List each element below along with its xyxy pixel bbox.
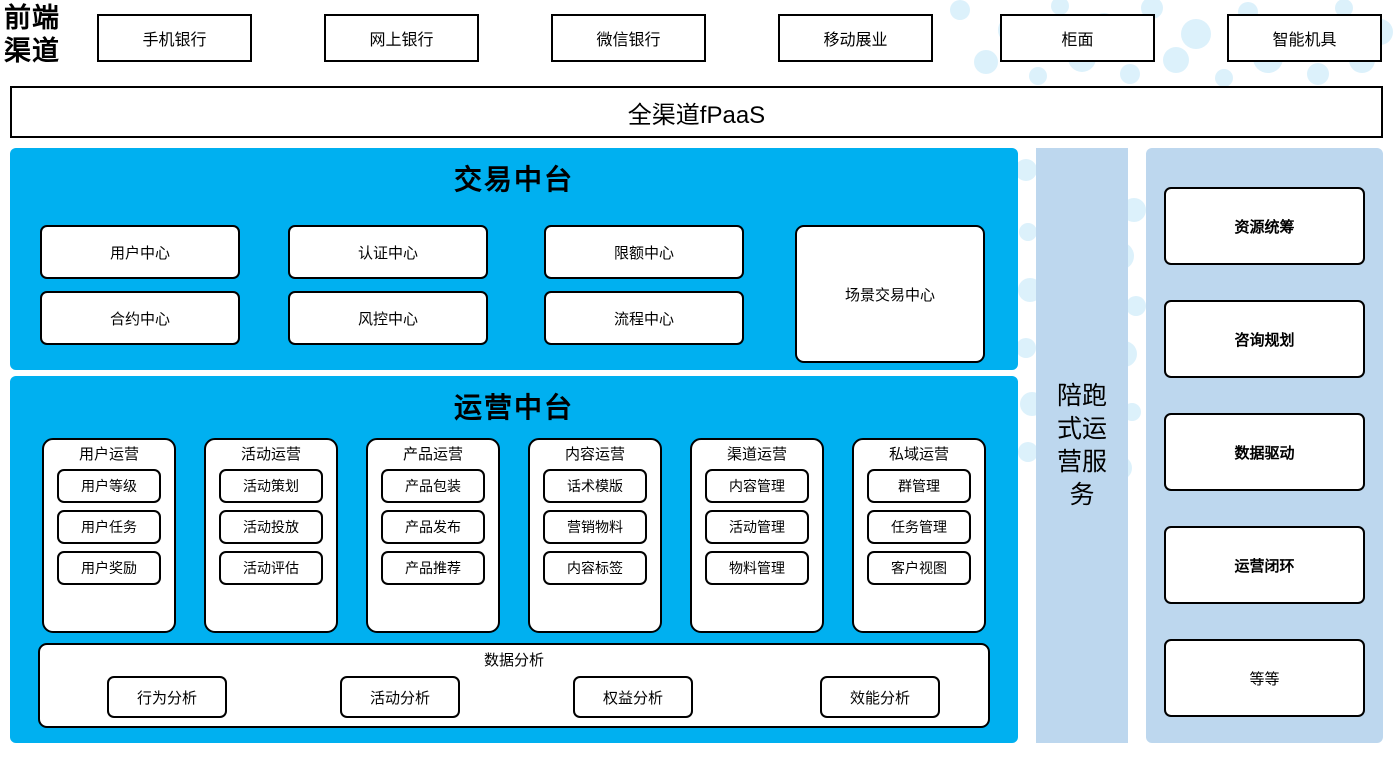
accompanying-operation-service-column: 陪跑式运营服务 bbox=[1036, 148, 1128, 743]
channel-box-mobile-bank[interactable]: 手机银行 bbox=[97, 14, 252, 62]
value-card-consulting-planning[interactable]: 咨询规划 bbox=[1164, 300, 1365, 378]
ops-column-title: 内容运营 bbox=[564, 446, 625, 463]
analysis-item-benefit[interactable]: 权益分析 bbox=[573, 676, 693, 718]
value-card-resource-coordination[interactable]: 资源统筹 bbox=[1164, 187, 1365, 265]
ops-item[interactable]: 营销物料 bbox=[543, 510, 647, 544]
ops-column-product-operations[interactable]: 产品运营 产品包装 产品发布 产品推荐 bbox=[366, 438, 500, 633]
ops-column-title: 活动运营 bbox=[240, 446, 301, 463]
ops-item[interactable]: 内容管理 bbox=[705, 469, 809, 503]
ops-item[interactable]: 客户视图 bbox=[867, 551, 971, 585]
trade-card-scene-transaction-center[interactable]: 场景交易中心 bbox=[795, 225, 985, 363]
trade-card-process-center[interactable]: 流程中心 bbox=[544, 291, 744, 345]
ops-item[interactable]: 内容标签 bbox=[543, 551, 647, 585]
ops-column-activity-operations[interactable]: 活动运营 活动策划 活动投放 活动评估 bbox=[204, 438, 338, 633]
ops-item[interactable]: 物料管理 bbox=[705, 551, 809, 585]
value-card-etc[interactable]: 等等 bbox=[1164, 639, 1365, 717]
value-card-data-driven[interactable]: 数据驱动 bbox=[1164, 413, 1365, 491]
ops-item[interactable]: 产品推荐 bbox=[381, 551, 485, 585]
ops-column-title: 私域运营 bbox=[888, 446, 949, 463]
ops-center-title: 运营中台 bbox=[453, 392, 574, 423]
ops-item[interactable]: 话术模版 bbox=[543, 469, 647, 503]
trade-card-risk-center[interactable]: 风控中心 bbox=[288, 291, 488, 345]
value-services-column: 资源统筹 咨询规划 数据驱动 运营闭环 等等 bbox=[1146, 148, 1383, 743]
channel-box-mobile-field[interactable]: 移动展业 bbox=[778, 14, 933, 62]
ops-item[interactable]: 任务管理 bbox=[867, 510, 971, 544]
analysis-item-activity[interactable]: 活动分析 bbox=[340, 676, 460, 718]
analysis-item-behavior[interactable]: 行为分析 bbox=[107, 676, 227, 718]
analysis-item-efficiency[interactable]: 效能分析 bbox=[820, 676, 940, 718]
ops-column-channel-operations[interactable]: 渠道运营 内容管理 活动管理 物料管理 bbox=[690, 438, 824, 633]
ops-item[interactable]: 活动评估 bbox=[219, 551, 323, 585]
data-analysis-title: 数据分析 bbox=[483, 652, 544, 669]
accompanying-operation-service-label: 陪跑式运营服务 bbox=[1056, 381, 1107, 509]
trade-card-user-center[interactable]: 用户中心 bbox=[40, 225, 240, 279]
front-end-channel-row: 前端渠道 手机银行 网上银行 微信银行 移动展业 柜面 智能机具 bbox=[0, 0, 1393, 80]
trade-center-title: 交易中台 bbox=[453, 164, 574, 195]
ops-column-content-operations[interactable]: 内容运营 话术模版 营销物料 内容标签 bbox=[528, 438, 662, 633]
ops-item[interactable]: 活动策划 bbox=[219, 469, 323, 503]
ops-item[interactable]: 产品包装 bbox=[381, 469, 485, 503]
ops-column-title: 渠道运营 bbox=[726, 446, 787, 463]
ops-item[interactable]: 用户任务 bbox=[57, 510, 161, 544]
ops-column-title: 产品运营 bbox=[402, 446, 463, 463]
trade-card-limit-center[interactable]: 限额中心 bbox=[544, 225, 744, 279]
ops-column-user-operations[interactable]: 用户运营 用户等级 用户任务 用户奖励 bbox=[42, 438, 176, 633]
data-analysis-panel: 数据分析 行为分析 活动分析 权益分析 效能分析 bbox=[38, 643, 990, 728]
channel-box-smart-device[interactable]: 智能机具 bbox=[1227, 14, 1382, 62]
ops-item[interactable]: 活动管理 bbox=[705, 510, 809, 544]
ops-item[interactable]: 活动投放 bbox=[219, 510, 323, 544]
ops-item[interactable]: 群管理 bbox=[867, 469, 971, 503]
ops-column-private-domain-operations[interactable]: 私域运营 群管理 任务管理 客户视图 bbox=[852, 438, 986, 633]
front-end-channel-label: 前端渠道 bbox=[4, 3, 60, 66]
ops-item[interactable]: 用户等级 bbox=[57, 469, 161, 503]
ops-item[interactable]: 用户奖励 bbox=[57, 551, 161, 585]
ops-item[interactable]: 产品发布 bbox=[381, 510, 485, 544]
channel-box-wechat-bank[interactable]: 微信银行 bbox=[551, 14, 706, 62]
trade-card-contract-center[interactable]: 合约中心 bbox=[40, 291, 240, 345]
channel-box-counter[interactable]: 柜面 bbox=[1000, 14, 1155, 62]
trade-card-auth-center[interactable]: 认证中心 bbox=[288, 225, 488, 279]
channel-box-online-bank[interactable]: 网上银行 bbox=[324, 14, 479, 62]
omni-channel-fpaas-bar[interactable]: 全渠道fPaaS bbox=[10, 86, 1383, 138]
value-card-operation-closed-loop[interactable]: 运营闭环 bbox=[1164, 526, 1365, 604]
ops-column-title: 用户运营 bbox=[78, 446, 139, 463]
